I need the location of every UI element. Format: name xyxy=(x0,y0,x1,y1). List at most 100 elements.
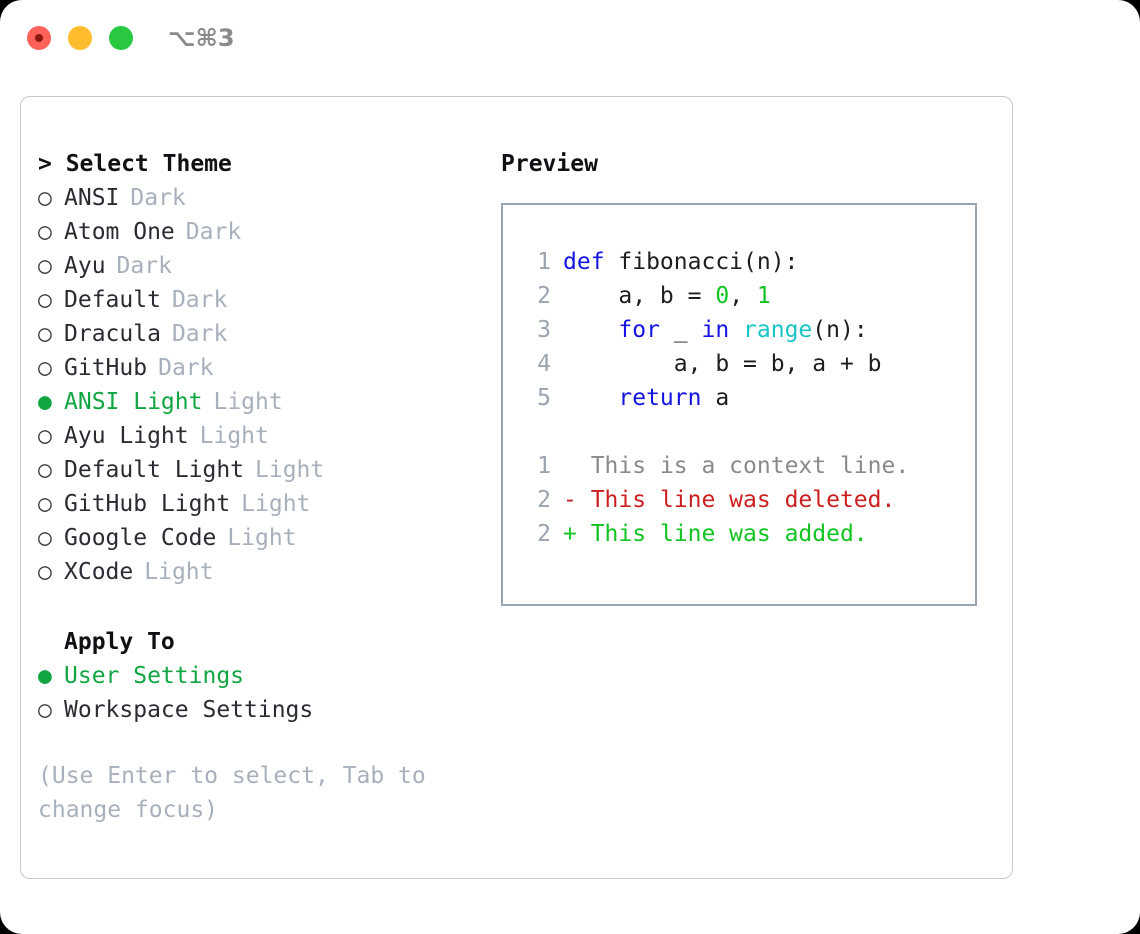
code-token: 1 xyxy=(756,283,771,309)
theme-variant-badge: Dark xyxy=(158,355,214,381)
code-token xyxy=(563,317,618,343)
code-token: _ xyxy=(659,317,702,343)
keyboard-hint-text: (Use Enter to select, Tab to change focu… xyxy=(38,763,440,823)
title-bar: ⌥⌘3 xyxy=(0,0,1140,78)
diff-marker xyxy=(563,449,591,483)
code-token xyxy=(729,317,743,343)
diff-line: 2- This line was deleted. xyxy=(521,483,975,517)
code-token: for xyxy=(618,317,660,343)
theme-option-label: Google Code xyxy=(64,525,217,551)
code-token: , xyxy=(729,283,757,309)
line-number: 3 xyxy=(537,317,551,343)
radio-selected-icon: ● xyxy=(38,389,52,415)
diff-marker: - xyxy=(563,487,591,513)
theme-variant-badge: Light xyxy=(144,559,214,585)
theme-option-label: Ayu xyxy=(64,253,106,279)
theme-option-label: ANSI Light xyxy=(64,389,203,415)
code-line: 3 for _ in range(n): xyxy=(521,313,975,347)
theme-option-label: ANSI xyxy=(64,185,120,211)
theme-option-label: Dracula xyxy=(64,321,161,347)
radio-unselected-icon: ○ xyxy=(38,491,52,517)
theme-option-ansi-light[interactable]: ● ANSI Light Light xyxy=(38,385,468,419)
radio-unselected-icon: ○ xyxy=(38,321,52,347)
code-text: return a xyxy=(563,381,729,415)
line-number: 2 xyxy=(537,521,551,547)
line-number: 1 xyxy=(537,249,551,275)
code-text: for _ in range(n): xyxy=(563,313,868,347)
theme-option-github[interactable]: ○ GitHub Dark xyxy=(38,351,468,385)
theme-option-label: Default xyxy=(64,287,161,313)
list-gap-spacer xyxy=(38,589,468,625)
code-token: 0 xyxy=(715,283,730,309)
code-token xyxy=(563,385,618,411)
code-line: 5 return a xyxy=(521,381,975,415)
radio-unselected-icon: ○ xyxy=(38,559,52,585)
theme-variant-badge: Light xyxy=(227,525,297,551)
code-token: a, b = b, a + b xyxy=(563,351,882,377)
diff-text: This line was deleted. xyxy=(590,487,896,513)
code-token: return xyxy=(618,385,702,411)
radio-unselected-icon: ○ xyxy=(38,355,52,381)
code-token: fibonacci(n): xyxy=(604,249,799,275)
line-number: 5 xyxy=(537,385,551,411)
radio-unselected-icon: ○ xyxy=(38,219,52,245)
diff-sample-block: 1 This is a context line.2- This line wa… xyxy=(521,449,975,551)
theme-option-label: Ayu Light xyxy=(64,423,189,449)
line-number: 2 xyxy=(537,487,551,513)
theme-option-dracula[interactable]: ○ Dracula Dark xyxy=(38,317,468,351)
radio-selected-icon: ● xyxy=(38,663,52,689)
code-line: 1 def fibonacci(n): xyxy=(521,245,975,279)
apply-option-workspace-settings[interactable]: ○ Workspace Settings xyxy=(38,693,468,727)
theme-variant-badge: Dark xyxy=(116,253,172,279)
line-number: 4 xyxy=(537,351,551,377)
preview-column: Preview 1 def fibonacci(n): 2 a, b = 0, 1 3… xyxy=(501,147,991,606)
diff-line: 1 This is a context line. xyxy=(521,449,975,483)
theme-option-label: GitHub xyxy=(64,355,148,381)
code-token: a xyxy=(701,385,730,411)
radio-unselected-icon: ○ xyxy=(38,697,52,723)
code-diff-separator xyxy=(521,415,975,449)
apply-option-label: Workspace Settings xyxy=(64,697,314,723)
radio-unselected-icon: ○ xyxy=(38,253,52,279)
apply-to-label: Apply To xyxy=(64,629,175,655)
line-number: 2 xyxy=(537,283,551,309)
radio-unselected-icon: ○ xyxy=(38,457,52,483)
code-text: a, b = b, a + b xyxy=(563,347,882,381)
diff-line: 2+ This line was added. xyxy=(521,517,975,551)
line-number: 1 xyxy=(537,453,551,479)
theme-option-label: Atom One xyxy=(64,219,175,245)
theme-option-label: XCode xyxy=(64,559,134,585)
code-token: (n): xyxy=(812,317,868,343)
code-line: 4 a, b = b, a + b xyxy=(521,347,975,381)
theme-variant-badge: Light xyxy=(255,457,325,483)
theme-variant-badge: Dark xyxy=(171,321,228,347)
diff-text: This is a context line. xyxy=(590,453,910,479)
code-token: def xyxy=(563,249,605,275)
theme-option-xcode[interactable]: ○ XCode Light xyxy=(38,555,468,589)
theme-option-ayu-light[interactable]: ○ Ayu Light Light xyxy=(38,419,468,453)
diff-marker: + xyxy=(563,521,591,547)
close-window-button[interactable] xyxy=(27,26,51,50)
theme-variant-badge: Dark xyxy=(130,185,186,211)
preview-header: Preview xyxy=(501,151,598,177)
theme-variant-badge: Light xyxy=(241,491,311,517)
minimize-window-button[interactable] xyxy=(68,26,92,50)
maximize-window-button[interactable] xyxy=(109,26,133,50)
apply-to-list: ●User Settings ○ Workspace Settings xyxy=(38,659,468,727)
theme-variant-badge: Light xyxy=(199,423,269,449)
code-token: in xyxy=(701,317,730,343)
theme-option-ayu[interactable]: ○ Ayu Dark xyxy=(38,249,468,283)
apply-option-user-settings[interactable]: ●User Settings xyxy=(38,659,468,693)
radio-unselected-icon: ○ xyxy=(38,423,52,449)
theme-variant-badge: Light xyxy=(213,389,283,415)
code-token: a, b = xyxy=(563,283,716,309)
